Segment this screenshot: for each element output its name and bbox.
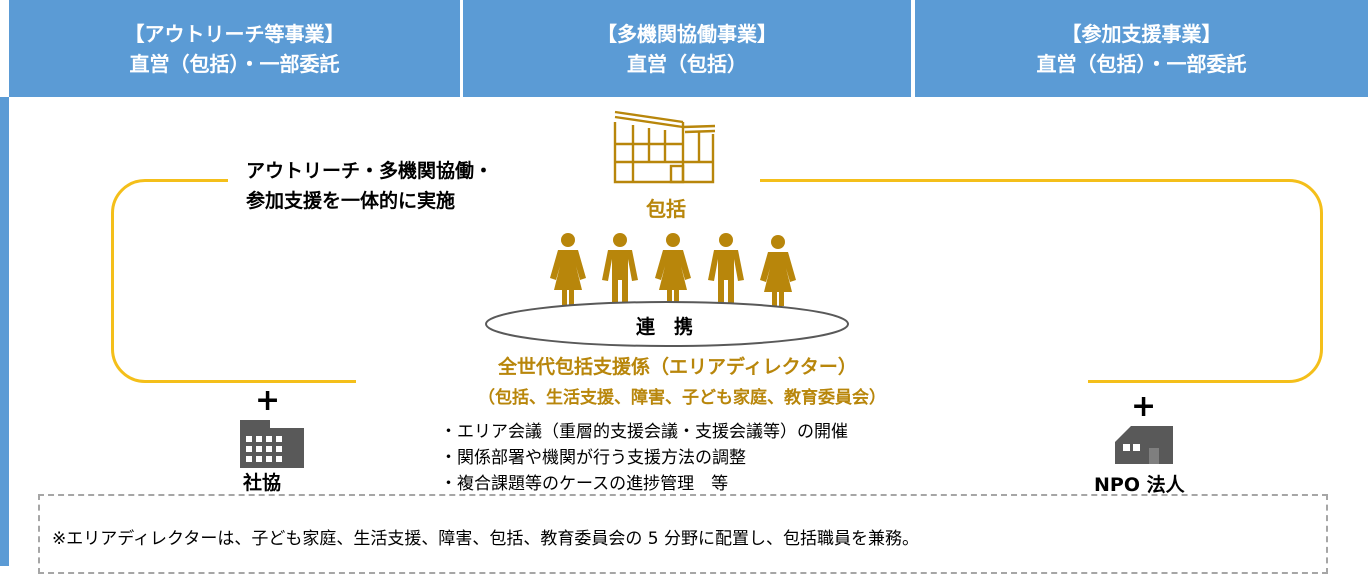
bullet-item: ・関係部署や機関が行う支援方法の調整 [440, 448, 746, 468]
building-icon [613, 110, 716, 184]
bullet-item: ・エリア会議（重層的支援会議・支援会議等）の開催 [440, 422, 848, 442]
integrated-text: アウトリーチ・多機関協働・ 参加支援を一体的に実施 [246, 156, 493, 216]
bullet-item: ・複合課題等のケースの進捗管理 等 [440, 474, 729, 494]
npo-plus: + [1131, 389, 1157, 424]
header-participation-title: 【参加支援事業】 [1061, 21, 1222, 46]
office-building-icon [240, 420, 304, 468]
note-text: ※エリアディレクターは、子ども家庭、生活支援、障害、包括、教育委員会の 5 分野… [52, 529, 919, 549]
header-outreach-title: 【アウトリーチ等事業】 [124, 21, 345, 46]
header-multi-agency-title: 【多機関協働事業】 [597, 21, 777, 46]
header-participation-operation: 直営（包括）・一部委託 [1036, 51, 1247, 76]
header-outreach-operation: 直営（包括）・一部委託 [129, 51, 340, 76]
integrated-line1: アウトリーチ・多機関協働・ [246, 160, 494, 182]
loop-gap-bottom [356, 375, 1088, 391]
people-group-icon [550, 233, 796, 310]
house-icon [1115, 426, 1173, 464]
renkei-ellipse [485, 301, 849, 347]
renkei-label: 連 携 [636, 316, 694, 338]
shakyo-label: 社協 [243, 472, 282, 494]
header-multi-agency: 【多機関協働事業】 直営（包括） [463, 0, 911, 97]
area-director-subtitle: （包括、生活支援、障害、子ども家庭、教育委員会） [478, 388, 886, 408]
bullet-list: ・エリア会議（重層的支援会議・支援会議等）の開催 ・関係部署や機関が行う支援方法… [440, 419, 848, 497]
npo-label: NPO 法人 [1094, 474, 1185, 496]
integrated-line2: 参加支援を一体的に実施 [246, 190, 456, 212]
loop-gap-top-left [228, 172, 760, 188]
header-outreach: 【アウトリーチ等事業】 直営（包括）・一部委託 [9, 0, 460, 97]
header-participation: 【参加支援事業】 直営（包括）・一部委託 [915, 0, 1368, 97]
left-blue-bar [0, 97, 9, 566]
hokatsu-label: 包括 [646, 197, 686, 221]
header-multi-agency-operation: 直営（包括） [627, 51, 747, 76]
area-director-title: 全世代包括支援係（エリアディレクター） [498, 356, 857, 378]
shakyo-plus: + [255, 383, 281, 418]
